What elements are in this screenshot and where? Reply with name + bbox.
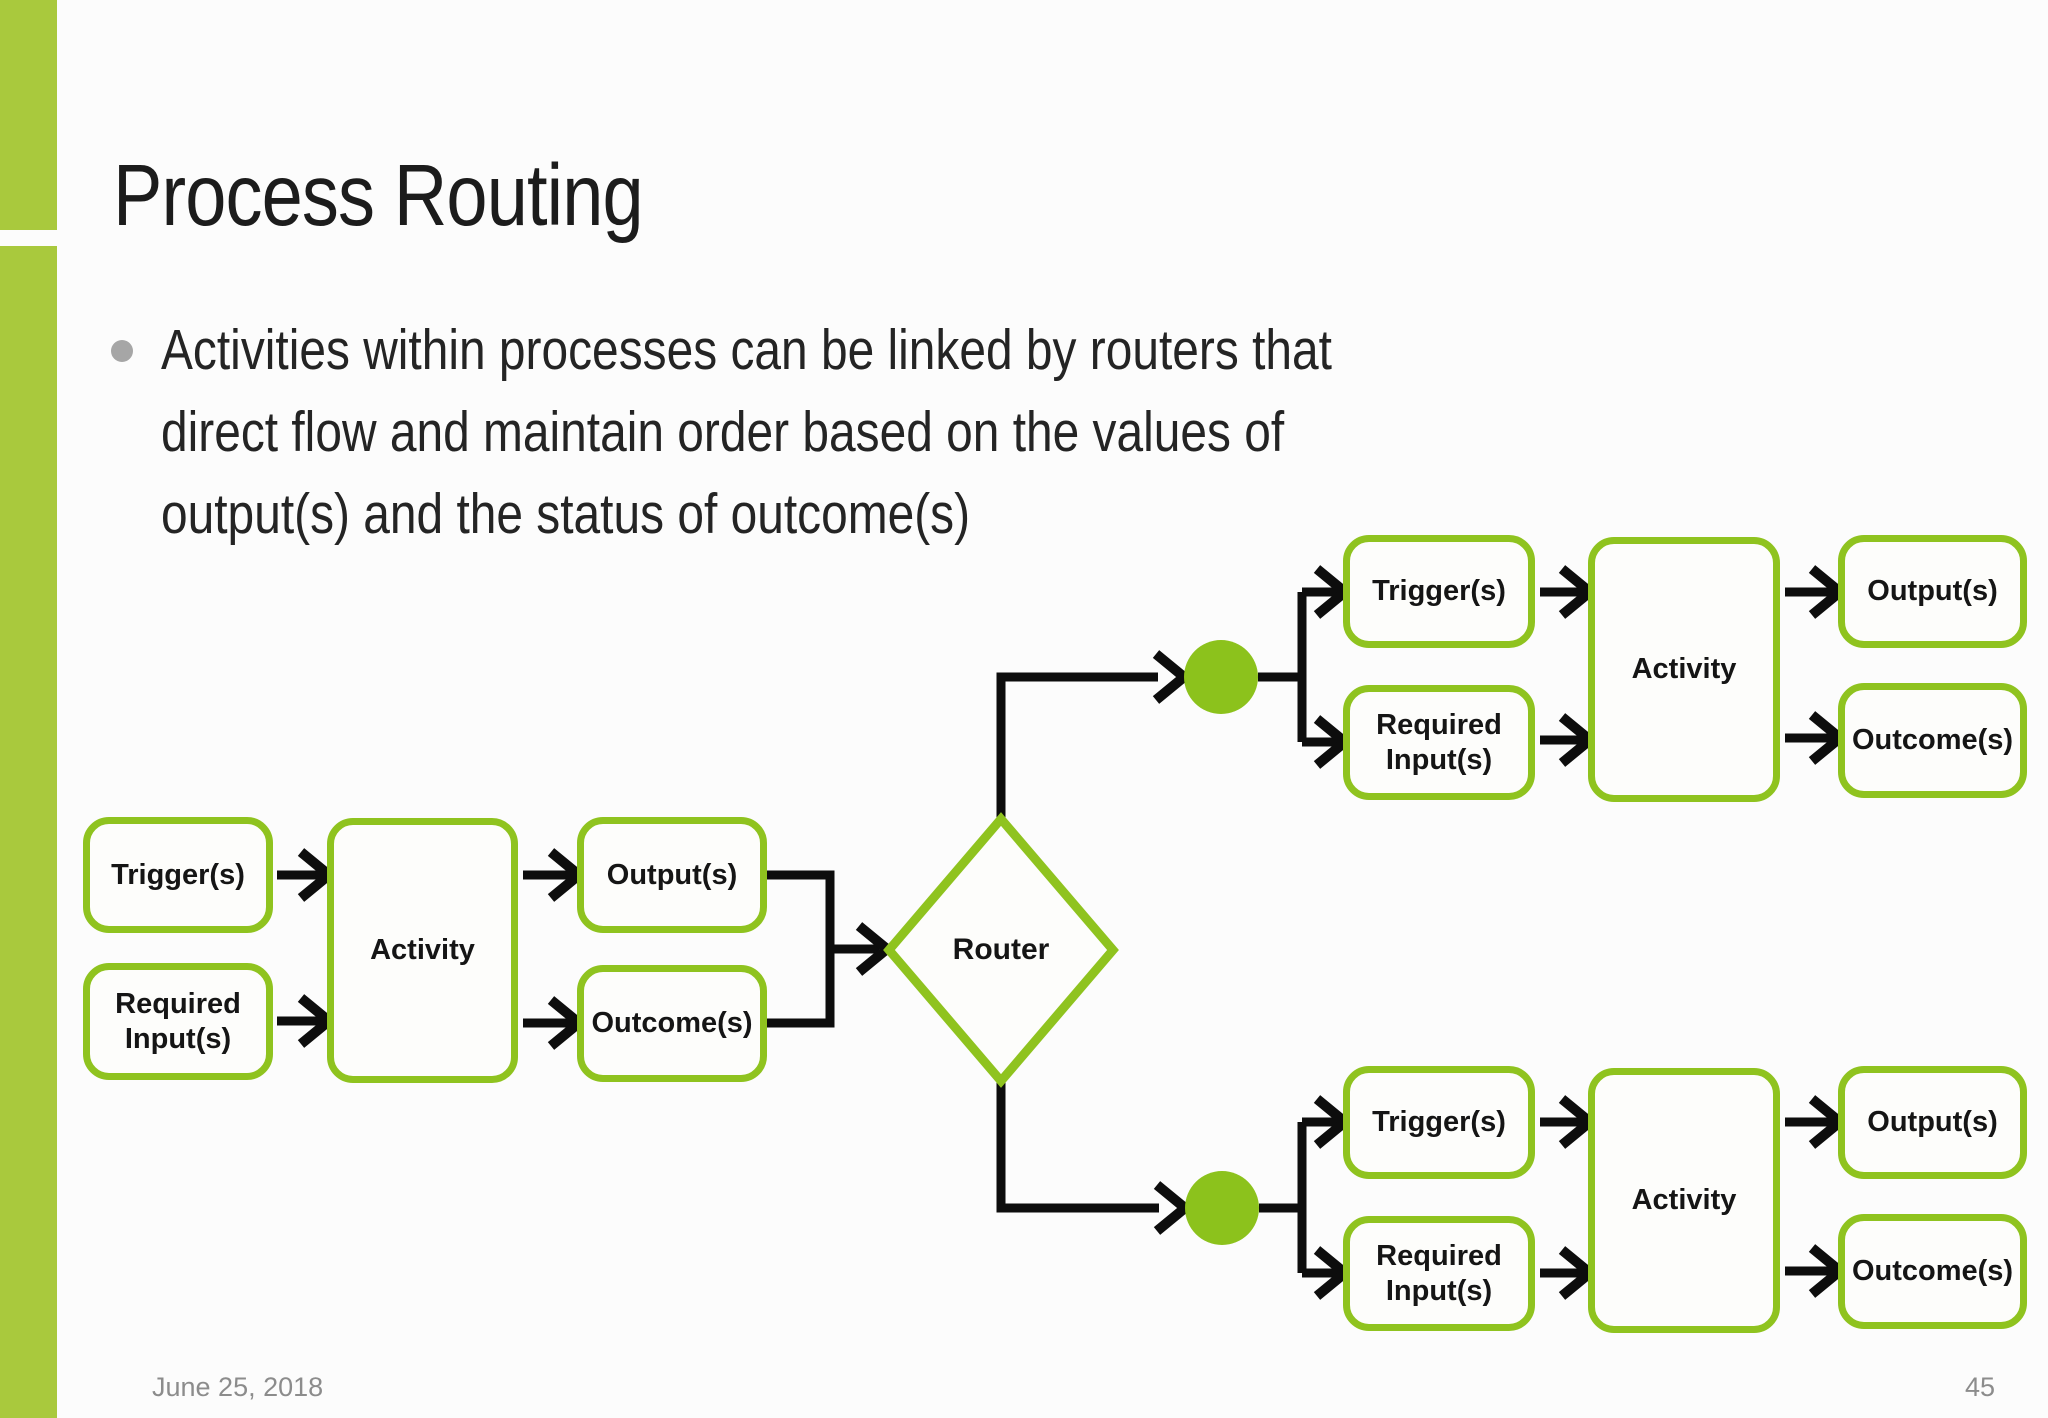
connector-bottom-branch-split	[1259, 1122, 1307, 1273]
node-label: Outcome(s)	[1851, 1255, 2014, 1288]
node-output-bottom-right: Output(s)	[1838, 1066, 2027, 1179]
arrow-activity-to-output-top	[1785, 565, 1848, 619]
node-outcome-left: Outcome(s)	[577, 965, 767, 1082]
node-trigger-left: Trigger(s)	[83, 817, 273, 933]
arrow-trigger-to-activity-left	[277, 848, 337, 902]
connector-top-branch-split	[1258, 592, 1307, 742]
node-output-left: Output(s)	[577, 817, 767, 933]
arrow-into-top-branch-dot	[1152, 650, 1192, 704]
node-label: Trigger(s)	[111, 858, 245, 891]
bullet-text-line: output(s) and the status of outcome(s)	[161, 482, 971, 546]
node-label: Outcome(s)	[591, 1007, 753, 1040]
footer-page-number: 45	[1964, 1372, 1995, 1402]
node-label: Output(s)	[1867, 1106, 1998, 1139]
arrow-split-to-trigger-bottom	[1302, 1095, 1353, 1149]
node-output-top-right: Output(s)	[1838, 535, 2027, 648]
branch-dot-bottom	[1185, 1171, 1259, 1245]
arrow-split-to-trigger-top	[1302, 565, 1353, 619]
node-trigger-top-right: Trigger(s)	[1343, 535, 1535, 648]
arrow-into-bottom-branch-dot	[1153, 1181, 1193, 1235]
node-label: Required Input(s)	[1376, 1240, 1502, 1307]
node-label: Activity	[1631, 653, 1737, 686]
node-label: Required Input(s)	[1376, 709, 1502, 776]
arrow-split-to-required-bottom	[1302, 1246, 1353, 1300]
node-label: Trigger(s)	[1372, 575, 1506, 608]
node-label: Output(s)	[606, 858, 738, 891]
arrow-required-to-activity-left	[277, 994, 337, 1048]
node-required-input-top-right: Required Input(s)	[1343, 685, 1535, 800]
node-activity-top-right: Activity	[1588, 537, 1780, 802]
connector-router-to-top-branch	[996, 672, 1158, 826]
arrow-merge-to-router	[826, 922, 895, 976]
node-label: Outcome(s)	[1851, 724, 2014, 757]
bullet-dot	[111, 340, 133, 362]
arrow-trigger-to-activity-top	[1540, 565, 1598, 619]
arrow-activity-to-output-bottom	[1785, 1095, 1848, 1149]
sidebar-accent-bar-bottom	[0, 246, 57, 1418]
node-activity-left: Activity	[327, 818, 518, 1083]
arrow-trigger-to-activity-bottom	[1540, 1095, 1598, 1149]
arrow-activity-to-outcome-top	[1785, 711, 1848, 765]
node-label: Output(s)	[1867, 575, 1998, 608]
branch-dot-top	[1184, 640, 1258, 714]
node-trigger-bottom-right: Trigger(s)	[1343, 1066, 1535, 1179]
node-label: Required Input(s)	[115, 988, 241, 1055]
node-required-input-bottom-right: Required Input(s)	[1343, 1216, 1535, 1331]
arrow-split-to-required-top	[1302, 715, 1353, 769]
node-required-input-left: Required Input(s)	[83, 963, 273, 1080]
bullet-text-line: direct flow and maintain order based on …	[161, 400, 1285, 464]
connector-output-outcome-merge	[767, 870, 835, 1028]
node-label: Trigger(s)	[1372, 1106, 1506, 1139]
node-outcome-top-right: Outcome(s)	[1838, 683, 2027, 798]
router-diamond	[883, 812, 1119, 1088]
connector-router-to-bottom-branch	[996, 1074, 1159, 1213]
arrow-activity-to-output-left	[523, 848, 587, 902]
router-label: Router	[952, 933, 1050, 966]
bullet-text-line: Activities within processes can be linke…	[161, 318, 1332, 382]
node-label: Activity	[370, 934, 475, 967]
sidebar-accent-bar-top	[0, 0, 57, 230]
node-label: Activity	[1631, 1184, 1737, 1217]
node-activity-bottom-right: Activity	[1588, 1068, 1780, 1333]
footer-date: June 25, 2018	[152, 1372, 324, 1402]
page-title: Process Routing	[113, 147, 644, 245]
arrow-activity-to-outcome-bottom	[1785, 1244, 1848, 1298]
node-outcome-bottom-right: Outcome(s)	[1838, 1214, 2027, 1329]
arrow-activity-to-outcome-left	[523, 996, 587, 1050]
arrow-required-to-activity-bottom	[1540, 1246, 1598, 1300]
arrow-required-to-activity-top	[1540, 713, 1598, 767]
